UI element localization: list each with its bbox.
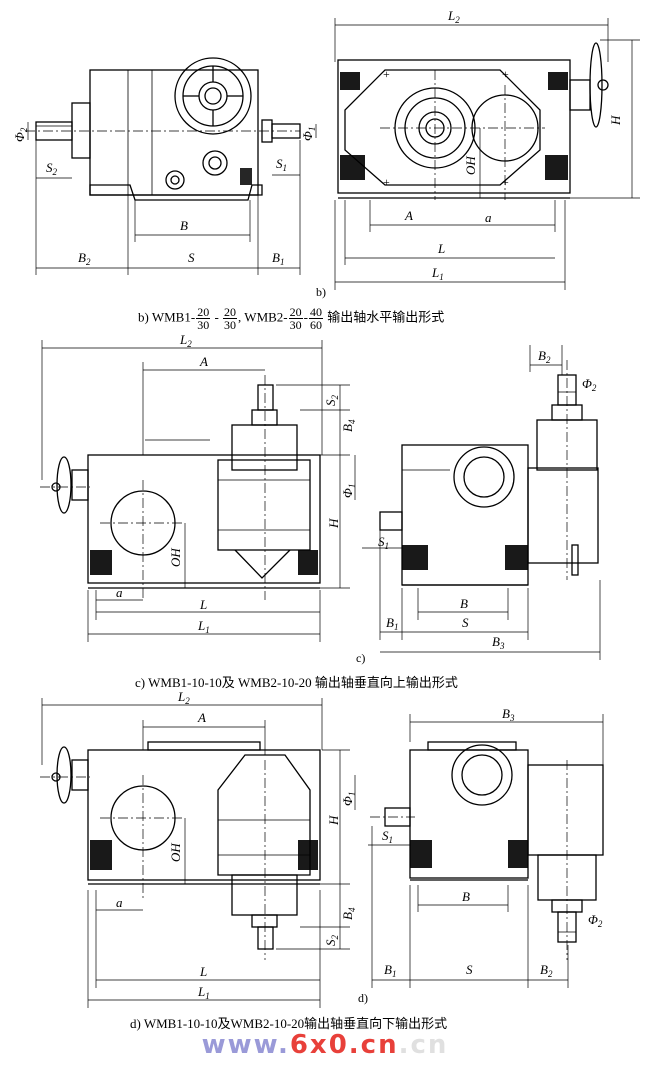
svg-text:L: L xyxy=(199,964,207,979)
output-shaft xyxy=(271,123,301,139)
svg-text:B1: B1 xyxy=(272,250,284,267)
svg-text:B: B xyxy=(462,889,470,904)
svg-text:+: + xyxy=(502,175,509,189)
svg-text:L2: L2 xyxy=(177,689,190,706)
output-shaft-down xyxy=(257,926,274,950)
svg-text:+: + xyxy=(383,67,390,81)
svg-text:B4: B4 xyxy=(340,907,357,920)
svg-text:Φ1: Φ1 xyxy=(300,127,317,141)
view-d-right-dimensions: B3 S1 B Φ2 B1 S B2 d) xyxy=(358,706,604,1005)
svg-text:L2: L2 xyxy=(447,8,460,25)
svg-text:B2: B2 xyxy=(540,962,553,979)
svg-text:Φ1: Φ1 xyxy=(340,484,357,498)
svg-text:OH: OH xyxy=(463,156,478,175)
svg-text:Φ2: Φ2 xyxy=(582,376,597,393)
svg-text:S1: S1 xyxy=(382,828,393,845)
svg-text:H: H xyxy=(326,815,341,826)
view-b-side xyxy=(25,57,301,201)
motor-c xyxy=(231,424,298,471)
svg-text:OH: OH xyxy=(168,548,183,567)
svg-text:S1: S1 xyxy=(276,156,287,173)
svg-text:S2: S2 xyxy=(46,160,58,177)
svg-text:B2: B2 xyxy=(78,250,91,267)
view-b-front: + + + + xyxy=(337,42,609,200)
caption-d: d) WMB1-10-10及WMB2-10-20输出轴垂直向下输出形式 xyxy=(130,1016,448,1031)
svg-text:L: L xyxy=(199,597,207,612)
svg-text:Φ2: Φ2 xyxy=(588,912,603,929)
svg-text:B: B xyxy=(180,218,188,233)
svg-text:S: S xyxy=(188,250,195,265)
watermark: www.6x0.cn.cn xyxy=(201,1030,449,1060)
svg-text:Φ1: Φ1 xyxy=(340,792,357,806)
view-c-right-dimensions: B2 Φ2 S1 B B1 S B3 c) xyxy=(356,345,601,665)
shaft-c-right xyxy=(379,511,403,531)
housing-front xyxy=(337,59,571,194)
svg-text:Φ2: Φ2 xyxy=(12,127,29,142)
view-c-left xyxy=(40,375,321,600)
svg-text:A: A xyxy=(404,208,413,223)
housing-c xyxy=(87,454,321,584)
caption-c: c) WMB1-10-10及 WMB2-10-20 输出轴垂直向上输出形式 xyxy=(135,675,458,690)
svg-text:B1: B1 xyxy=(384,962,396,979)
view-b-dimensions: L2 H OH A a L L1 B B2 S xyxy=(12,8,640,299)
svg-text:a: a xyxy=(116,585,123,600)
handwheel-d xyxy=(56,746,72,804)
svg-text:B: B xyxy=(460,596,468,611)
svg-text:L1: L1 xyxy=(197,618,210,635)
svg-text:S1: S1 xyxy=(378,534,389,551)
housing-d xyxy=(87,749,321,881)
svg-text:+: + xyxy=(383,175,390,189)
svg-text:S: S xyxy=(466,962,473,977)
svg-text:S2: S2 xyxy=(323,395,340,407)
view-d-left xyxy=(40,741,321,960)
input-shaft xyxy=(35,121,73,141)
svg-text:B3: B3 xyxy=(502,706,515,723)
svg-text:b): b) xyxy=(316,285,326,299)
end-cover xyxy=(71,102,91,159)
svg-text:OH: OH xyxy=(168,843,183,862)
view-c-right xyxy=(379,360,599,586)
handwheel-right xyxy=(589,42,603,128)
view-c-dimensions: L2 A OH a L L1 S2 B4 H Φ1 xyxy=(41,332,357,642)
svg-text:L1: L1 xyxy=(197,984,210,1001)
svg-text:H: H xyxy=(326,518,341,529)
view-d-right xyxy=(370,741,604,960)
svg-text:d): d) xyxy=(358,991,368,1005)
svg-text:A: A xyxy=(197,710,206,725)
svg-text:a: a xyxy=(116,895,123,910)
svg-text:A: A xyxy=(199,354,208,369)
svg-text:B2: B2 xyxy=(538,348,551,365)
svg-text:S: S xyxy=(462,615,469,630)
svg-text:L1: L1 xyxy=(431,265,444,282)
svg-text:L2: L2 xyxy=(179,332,192,349)
svg-text:B4: B4 xyxy=(340,419,357,432)
svg-text:a: a xyxy=(485,210,492,225)
output-shaft-up xyxy=(257,384,274,411)
svg-text:B3: B3 xyxy=(492,634,505,651)
svg-text:H: H xyxy=(608,115,623,126)
handwheel xyxy=(174,57,252,135)
svg-text:B1: B1 xyxy=(386,615,398,632)
svg-text:c): c) xyxy=(356,651,365,665)
svg-text:L: L xyxy=(437,241,445,256)
handwheel-c xyxy=(56,456,72,514)
svg-text:S2: S2 xyxy=(323,935,340,947)
svg-text:+: + xyxy=(502,67,509,81)
view-d-dimensions: L2 A OH a L L1 Φ1 H B4 S2 xyxy=(41,689,357,1008)
motor-d xyxy=(217,754,311,876)
